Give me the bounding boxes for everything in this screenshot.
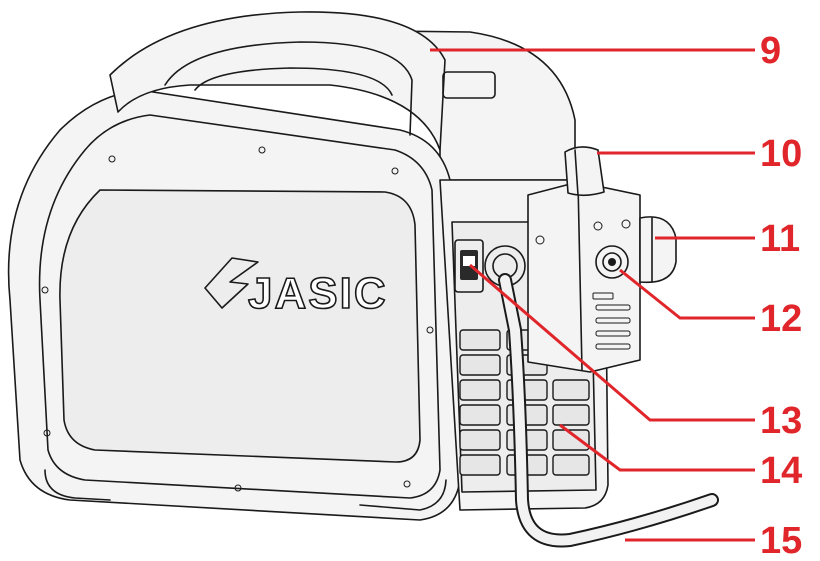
callout-12: 12 xyxy=(760,298,802,340)
callout-10: 10 xyxy=(760,133,802,175)
welder-body xyxy=(7,29,576,521)
side-knob[interactable] xyxy=(639,216,677,284)
callout-9: 9 xyxy=(760,30,781,72)
cooling-grille xyxy=(459,329,590,476)
callout-11: 11 xyxy=(760,218,800,260)
leader-14 xyxy=(559,423,755,472)
carry-handle xyxy=(109,11,496,151)
leader-13 xyxy=(469,263,755,422)
brand-logo: JASIC xyxy=(204,257,388,319)
callout-14: 14 xyxy=(760,450,802,492)
rear-socket-connector xyxy=(595,245,629,279)
gas-inlet-connector xyxy=(564,146,605,197)
power-switch[interactable] xyxy=(454,239,484,293)
callout-labels: 9 10 11 12 13 14 15 xyxy=(760,30,802,561)
mains-power-cable xyxy=(498,273,719,548)
brand-logo-text: JASIC xyxy=(248,269,388,318)
callout-15: 15 xyxy=(760,520,802,561)
callout-13: 13 xyxy=(760,400,802,442)
rear-bracket-box xyxy=(527,181,641,373)
callout-leaders xyxy=(430,48,755,542)
leader-12 xyxy=(619,268,755,320)
